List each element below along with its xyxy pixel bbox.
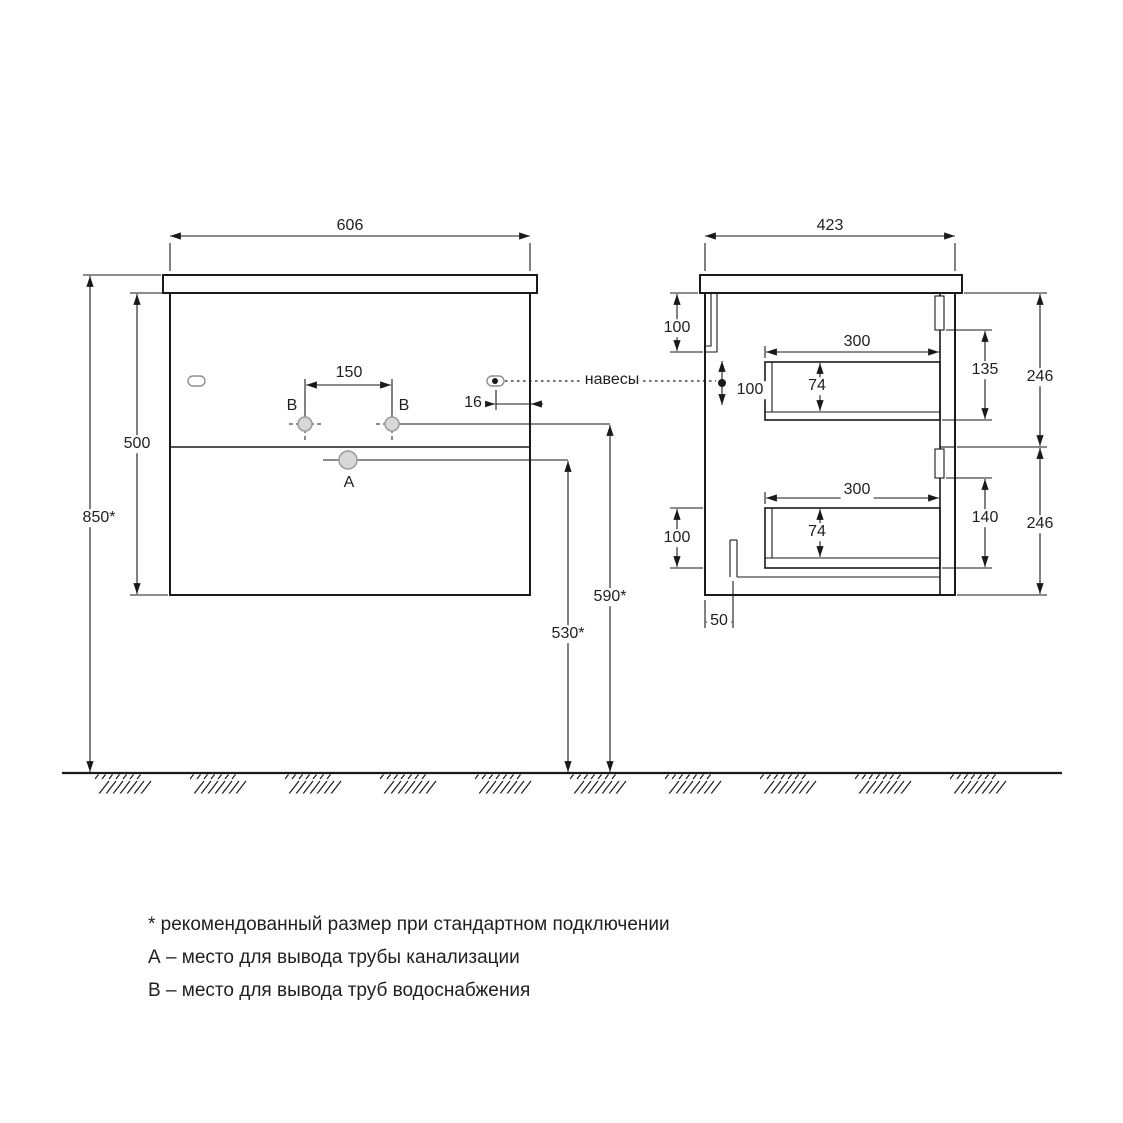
top-drawer-box	[764, 361, 941, 421]
dim-top-section-height: 246	[1023, 368, 1057, 386]
dim-top-offset: 100	[660, 319, 694, 337]
dim-hanger-offset: 100	[733, 381, 767, 399]
note-recommended-size: * рекомендованный размер при стандартном…	[148, 914, 670, 935]
side-cabinet-body	[704, 292, 956, 596]
dim-hanger-inset: 16	[461, 394, 485, 412]
front-hanger-left	[187, 375, 206, 387]
dim-depth: 423	[813, 217, 847, 235]
label-point-b-right: B	[398, 397, 410, 415]
dim-bottom-offset: 100	[660, 529, 694, 547]
water-point-left	[297, 416, 313, 432]
front-view	[83, 232, 716, 772]
floor-hatching	[95, 774, 1035, 794]
note-point-b: В – место для вывода труб водоснабжения	[148, 980, 531, 1001]
dim-top-drawer-width: 300	[840, 333, 874, 351]
side-view	[670, 232, 1047, 628]
side-front-slot-middle	[934, 448, 945, 479]
dim-back-clearance: 50	[707, 612, 731, 630]
dim-water-outlet-height: 590*	[590, 588, 630, 606]
dim-bottom-front-offset: 140	[968, 509, 1002, 527]
dim-mount-height: 850*	[79, 509, 119, 527]
label-point-a: A	[343, 474, 355, 492]
bottom-drawer-box	[764, 507, 941, 569]
dim-body-height: 500	[120, 435, 154, 453]
front-cabinet-body	[169, 292, 531, 596]
front-hanger-right-dot	[492, 378, 498, 384]
dim-bottom-section-height: 246	[1023, 515, 1057, 533]
side-countertop	[699, 274, 963, 294]
dim-bottom-drawer-width: 300	[840, 481, 874, 499]
dim-front-width: 606	[333, 217, 367, 235]
note-point-a: А – место для вывода трубы канализации	[148, 947, 520, 968]
side-front-slot-top	[934, 295, 945, 331]
dim-top-front-offset: 135	[968, 361, 1002, 379]
side-hanger-bracket	[705, 293, 718, 353]
dim-top-drawer-depth: 74	[805, 377, 829, 395]
front-hanger-right	[486, 375, 505, 387]
floor	[62, 771, 1062, 794]
dim-bottom-drawer-depth: 74	[805, 523, 829, 541]
label-hangers: навесы	[581, 371, 643, 389]
label-point-b-left: B	[286, 397, 298, 415]
water-point-right	[384, 416, 400, 432]
dim-tap-spacing: 150	[332, 364, 366, 382]
front-countertop	[162, 274, 538, 294]
dim-drain-outlet-height: 530*	[548, 625, 588, 643]
drain-point	[338, 450, 358, 470]
